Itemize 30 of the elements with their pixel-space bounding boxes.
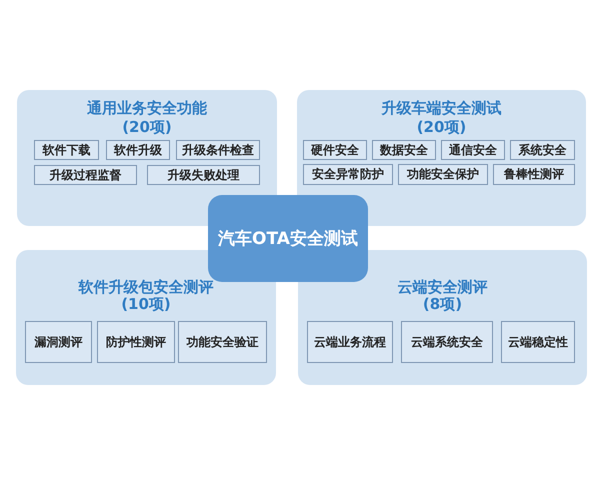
category-panel bbox=[16, 250, 276, 385]
panel-heading: 升级车端安全测试 bbox=[382, 99, 502, 117]
test-item-box: 通信安全 bbox=[441, 140, 505, 160]
item-count: (20项) bbox=[416, 118, 466, 136]
test-item-box: 硬件安全 bbox=[303, 140, 367, 160]
test-item-box: 软件升级 bbox=[106, 140, 170, 160]
category-panel bbox=[298, 250, 587, 385]
test-item-box: 升级失败处理 bbox=[147, 165, 260, 185]
category-panel bbox=[17, 90, 277, 226]
test-item-box: 数据安全 bbox=[372, 140, 436, 160]
test-item-box: 云端稳定性 bbox=[501, 321, 575, 363]
test-item-box: 云端业务流程 bbox=[307, 321, 393, 363]
test-item-box: 安全异常防护 bbox=[303, 164, 393, 185]
panel-heading: 云端安全测评 bbox=[398, 278, 488, 296]
test-item-box: 功能安全保护 bbox=[398, 164, 488, 185]
test-item-box: 鲁棒性测评 bbox=[493, 164, 575, 185]
test-item-box: 云端系统安全 bbox=[401, 321, 493, 363]
item-count: (10项) bbox=[121, 295, 171, 313]
item-count: (8项) bbox=[422, 295, 462, 313]
test-item-box: 防护性测评 bbox=[97, 321, 175, 363]
category-panel bbox=[297, 90, 586, 226]
test-item-box: 升级过程监督 bbox=[34, 165, 137, 185]
center-topic-box: 汽车OTA安全测试 bbox=[208, 195, 368, 282]
test-item-box: 软件下载 bbox=[34, 140, 99, 160]
test-item-box: 漏洞测评 bbox=[25, 321, 92, 363]
item-count: (20项) bbox=[122, 118, 172, 136]
test-item-box: 系统安全 bbox=[510, 140, 575, 160]
test-item-box: 功能安全验证 bbox=[178, 321, 267, 363]
panel-heading: 通用业务安全功能 bbox=[87, 99, 207, 117]
test-item-box: 升级条件检查 bbox=[176, 140, 260, 160]
